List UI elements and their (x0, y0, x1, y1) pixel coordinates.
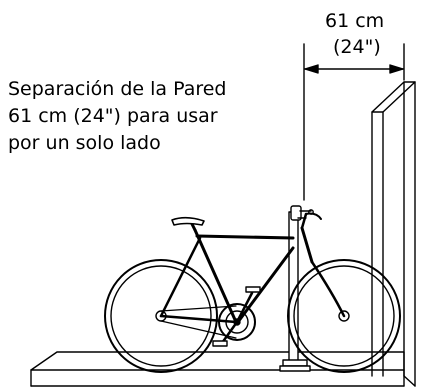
wall-clearance-note: Separación de la Pared 61 cm (24") para … (8, 76, 226, 157)
note-line-2: 61 cm (24") para usar (8, 105, 218, 127)
floor-slab (30, 351, 405, 387)
dimension-metric-label: 61 cm (325, 10, 385, 32)
rack-post (279, 205, 314, 372)
dimension-lines (303, 43, 405, 201)
note-line-1: Separación de la Pared (8, 78, 227, 100)
bicycle (104, 212, 401, 373)
front-wheel (287, 259, 401, 373)
wall (371, 81, 416, 387)
rear-wheel (104, 259, 218, 373)
dimension-imperial-label: (24") (333, 36, 381, 58)
note-line-3: por un solo lado (8, 132, 161, 154)
